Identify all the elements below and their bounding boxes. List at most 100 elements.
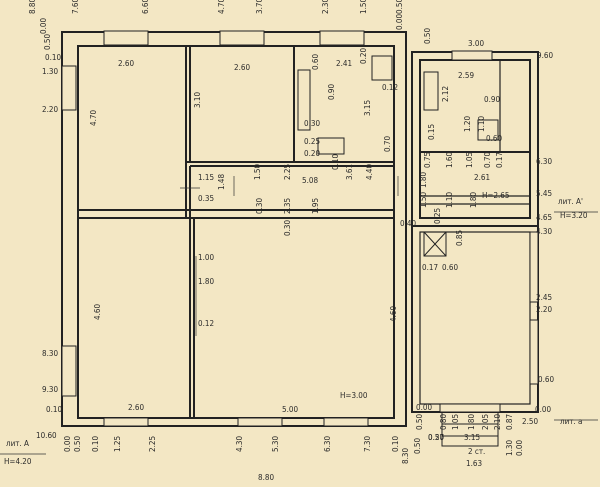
dimension-label: 0.50: [43, 34, 52, 50]
dimension-label: 0.25: [304, 137, 320, 146]
dimension-label: 1.80: [419, 172, 428, 188]
dimension-label: 2.50: [522, 417, 538, 426]
dimension-label: 9.60: [537, 51, 553, 60]
dimension-label: 0.00: [535, 405, 551, 414]
dimension-label: 4.30: [536, 227, 552, 236]
dimension-label: 5.00: [282, 405, 298, 414]
dimension-label: 7.30: [363, 436, 372, 452]
dimension-label: 8.30: [42, 349, 58, 358]
dimension-label: 0.60: [311, 54, 320, 70]
dimension-label: 4.40: [365, 164, 374, 180]
dimension-label: 8.80: [258, 473, 274, 482]
dimension-label: 0.12: [382, 83, 398, 92]
dimension-label: 2.10: [493, 414, 502, 430]
dimension-label: 2.12: [441, 86, 450, 102]
dimension-label: 0.00: [63, 436, 72, 452]
dimension-label: 2.20: [42, 105, 58, 114]
dimension-label: 1.25: [113, 436, 122, 452]
dimension-label: 2.30: [321, 0, 330, 14]
dimension-label: 0.90: [484, 95, 500, 104]
dimension-label: H=3.00: [340, 391, 368, 400]
fixtures: [297, 55, 499, 447]
dimension-label: 4.65: [536, 213, 552, 222]
dimension-label: 5.45: [536, 189, 552, 198]
dimension-label: 7.60: [71, 0, 80, 14]
dimension-label: 0.20: [359, 48, 368, 64]
dimension-label: 6.30: [323, 436, 332, 452]
dimension-label: 0.00: [416, 403, 432, 412]
dimension-label: 3.10: [193, 92, 202, 108]
dimension-label: 0.85: [455, 230, 464, 246]
dimension-label: 2.60: [128, 403, 144, 412]
dimension-label: 10.60: [36, 431, 57, 440]
dimension-label: 1.80: [469, 192, 478, 208]
dimension-label: 1.95: [311, 198, 320, 214]
dimension-label: 0.20: [304, 149, 320, 158]
dimension-label: лит. А: [6, 439, 29, 448]
dimension-label: H=2.65: [482, 191, 509, 200]
dimension-label: 4.70: [89, 110, 98, 126]
interior-walls: [78, 46, 530, 418]
dimension-label: 0.50: [395, 0, 404, 14]
dimension-label: 0.17: [422, 263, 438, 272]
dimension-label: 2.05: [481, 414, 490, 430]
dimension-label: 1.30: [42, 67, 58, 76]
dimension-label: 1.50: [253, 164, 262, 180]
dimension-label: 2.59: [458, 71, 474, 80]
dimension-label: 0.50: [415, 414, 424, 430]
dimension-label: 3.15: [363, 100, 372, 116]
dimension-label: 0.00: [39, 18, 48, 34]
dimension-label: 0.10: [331, 154, 340, 170]
dimension-label: 0.40: [400, 219, 416, 228]
dimension-label: 0.30: [255, 198, 264, 214]
dimension-label: 3.61: [345, 164, 354, 180]
dimension-label: 0.50: [413, 438, 422, 454]
dimension-label: 2.41: [336, 59, 352, 68]
dimension-label: 4.60: [389, 306, 398, 322]
dimension-label: 1.30: [505, 440, 514, 456]
dimension-label: 1.20: [463, 116, 472, 132]
dimension-label: 6.30: [536, 157, 552, 166]
dimension-label: 8.80: [28, 0, 37, 14]
dimension-label: 0.25: [433, 208, 442, 224]
dimension-label: 0.70: [383, 136, 392, 152]
dimension-label: 1.63: [466, 459, 482, 468]
dimension-label: 8.30: [401, 448, 410, 464]
dimension-label: 4.30: [235, 436, 244, 452]
dimension-label: 2.25: [283, 164, 292, 180]
dimension-label: 1.10: [477, 116, 486, 132]
dimension-label: 0.87: [505, 414, 514, 430]
dimension-label: 4.70: [217, 0, 226, 14]
dimension-label: 2.35: [283, 198, 292, 214]
dimension-label: 0.10: [91, 436, 100, 452]
outer-walls: [61, 31, 539, 427]
dimension-label: 5.30: [271, 436, 280, 452]
dimension-label: 0.17: [495, 152, 504, 168]
dimension-label: 6.60: [141, 0, 150, 14]
dimension-label: 0.60: [442, 263, 458, 272]
dimension-label: 1.15: [198, 173, 214, 182]
dimension-label: 1.50: [359, 0, 368, 14]
dimension-label: H=4.20: [4, 457, 32, 466]
dimension-label: 0.10: [45, 53, 61, 62]
dimension-label: 1.05: [451, 414, 460, 430]
dimension-label: 2.60: [234, 63, 250, 72]
dimension-label: 0.80: [439, 414, 448, 430]
dimension-label: 1.80: [467, 414, 476, 430]
dimension-label: 0.60: [538, 375, 554, 384]
dimension-label: 1.10: [445, 192, 454, 208]
dimension-label: лит. а: [560, 417, 582, 426]
dimension-label: 0.35: [198, 194, 214, 203]
dimension-label: 1.60: [445, 152, 454, 168]
dimension-label: лит. А': [558, 197, 583, 206]
dimension-label: 0.15: [427, 124, 436, 140]
dimension-label: 1.80: [198, 277, 214, 286]
dimension-label: 0.90: [327, 84, 336, 100]
dimension-label: 2.20: [536, 305, 552, 314]
dimension-label: 0.30: [283, 220, 292, 236]
dimension-label: 1.00: [198, 253, 214, 262]
dimension-label: 1.05: [465, 152, 474, 168]
dimension-label: 0.57: [428, 433, 444, 442]
